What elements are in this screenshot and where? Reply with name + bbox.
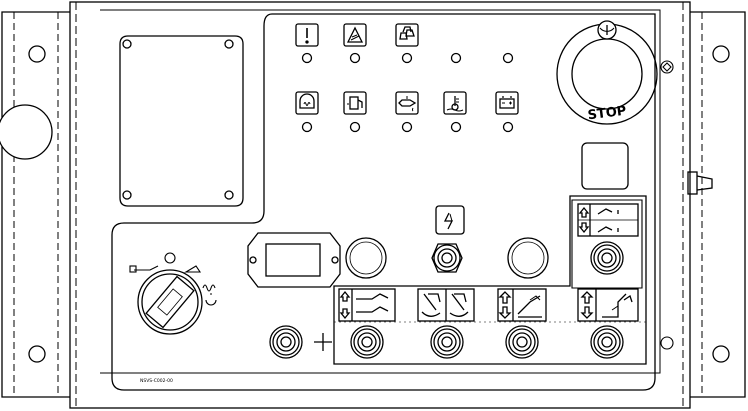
lower-boom-up-down-icon	[497, 288, 547, 322]
enclosure-outline	[69, 1, 691, 409]
indicator-lamp	[401, 121, 413, 133]
panel-face-plate	[111, 13, 656, 391]
start-position-icon	[205, 293, 217, 306]
off-position-icon	[164, 252, 176, 264]
indicator-row-2	[295, 91, 519, 133]
glow-plug-position-icon	[202, 284, 216, 292]
upper-boom-up-down-icon	[577, 288, 639, 322]
boom-extend-toggle-switch[interactable]	[350, 325, 384, 359]
mounting-hole	[712, 345, 730, 363]
indicator-lamp	[301, 52, 313, 64]
tilt-alarm-icon	[343, 23, 367, 47]
indicator-lamp	[301, 121, 313, 133]
platform-position-icon	[134, 265, 159, 271]
blank-knockout	[507, 237, 549, 279]
battery-charge-icon	[495, 91, 519, 115]
hour-meter	[247, 232, 341, 288]
blank-knockout	[345, 237, 387, 279]
oil-pressure-icon	[395, 91, 419, 115]
enable-toggle-switch[interactable]	[431, 243, 463, 273]
side-cable-port	[0, 104, 53, 160]
right-mounting-flange	[690, 11, 746, 398]
key-switch-position-icons	[129, 252, 217, 306]
ground-position-icon	[184, 265, 202, 273]
emergency-stop-button[interactable]: STOP	[556, 20, 658, 125]
stop-label: STOP	[587, 104, 627, 124]
indicator-row-1	[295, 23, 514, 64]
glow-plug-icon	[295, 91, 319, 115]
blank-knockout	[349, 241, 383, 275]
indicator-lamp	[401, 52, 413, 64]
spare-switch-mount	[581, 142, 629, 190]
plus-icon	[314, 333, 332, 351]
indicator-lamp	[502, 121, 514, 133]
boom-function-frame	[333, 195, 647, 365]
overload-icon	[395, 23, 419, 47]
jib-up-down-icon	[577, 203, 639, 237]
function-enable-toggle-switch[interactable]	[269, 325, 303, 359]
platform-rotate-toggle-switch[interactable]	[430, 325, 464, 359]
lightning-bolt-icon	[435, 205, 465, 235]
platform-rotate-icon	[417, 288, 475, 322]
indicator-lamp	[450, 52, 462, 64]
mounting-hole	[28, 345, 46, 363]
fuel-level-icon	[343, 91, 367, 115]
mounting-hole	[712, 45, 730, 63]
upper-boom-toggle-switch[interactable]	[590, 325, 624, 359]
indicator-lamp	[349, 52, 361, 64]
indicator-lamp	[450, 121, 462, 133]
indicator-lamp	[349, 121, 361, 133]
coolant-temperature-icon	[443, 91, 467, 115]
blank-cover-plate	[119, 35, 244, 207]
jib-function-bracket	[571, 199, 643, 289]
side-toggle-switch[interactable]	[687, 171, 713, 195]
left-mounting-flange	[0, 11, 70, 398]
warning-exclamation-icon	[295, 23, 319, 47]
boom-extend-retract-icon	[338, 288, 396, 322]
jib-toggle-switch[interactable]	[590, 241, 624, 275]
blank-knockout	[511, 241, 545, 275]
indicator-lamp	[502, 52, 514, 64]
mounting-hole	[28, 45, 46, 63]
key-switch[interactable]	[137, 269, 203, 335]
panel-screws	[660, 60, 674, 350]
lower-boom-toggle-switch[interactable]	[505, 325, 539, 359]
part-number-label: NSVS-C002-00	[140, 378, 173, 384]
